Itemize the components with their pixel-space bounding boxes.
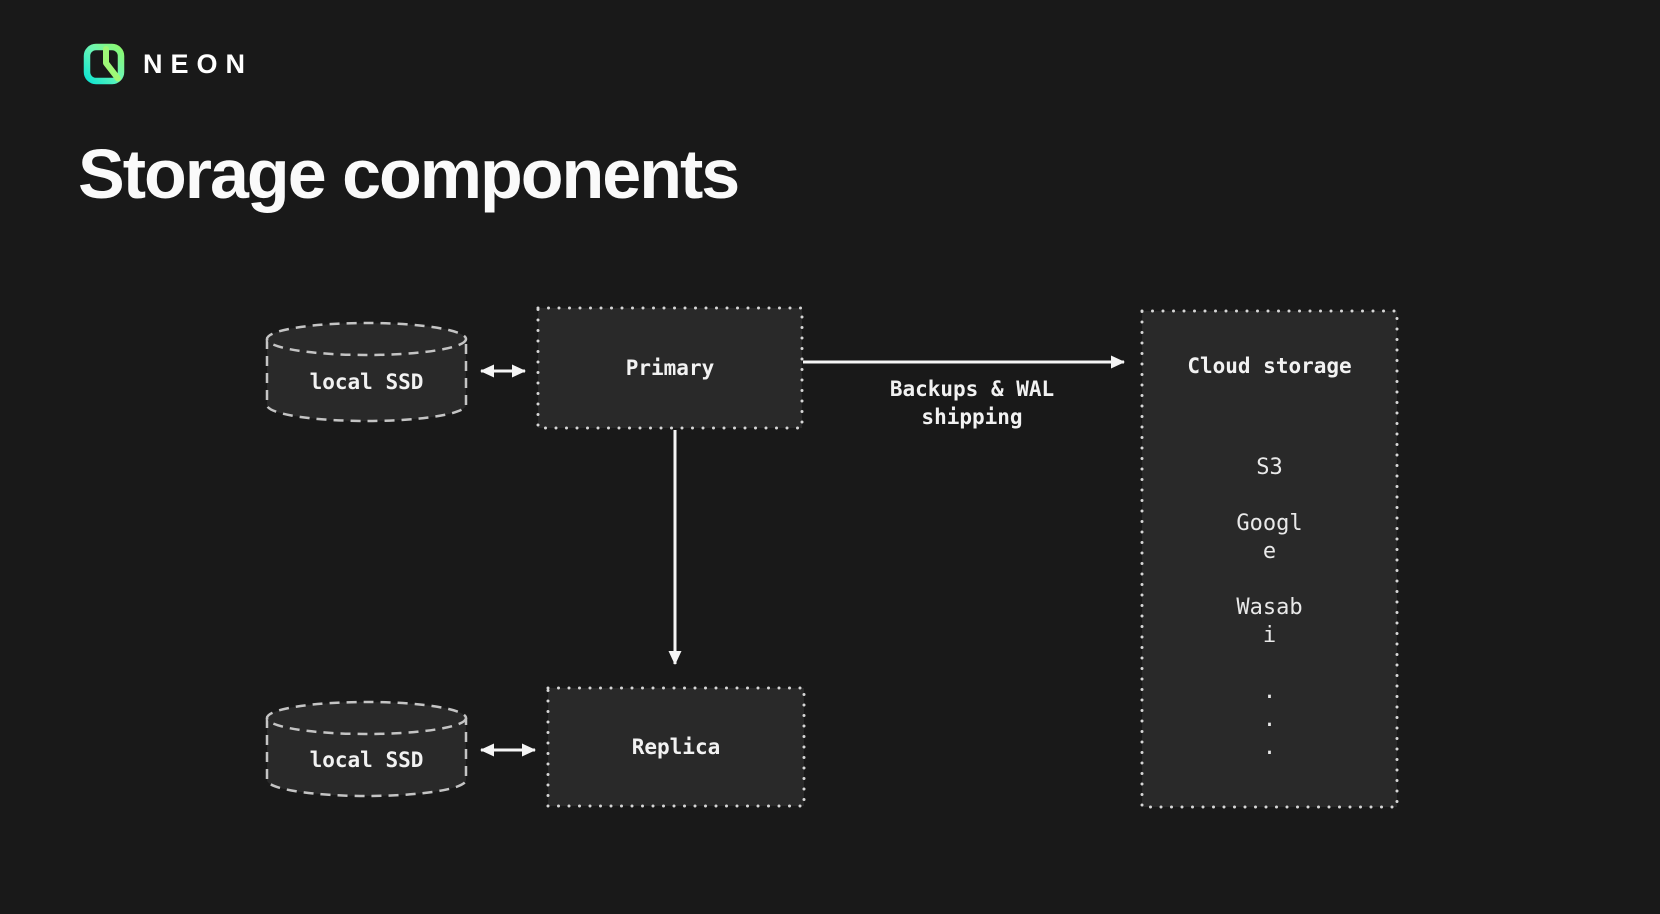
replica-box xyxy=(546,686,806,808)
logo-n-stroke xyxy=(103,46,121,82)
cloud-storage-panel: Cloud storage S3 Google Wasabi . . . xyxy=(1142,311,1397,807)
neon-wordmark: NEON xyxy=(143,49,254,79)
cloud-provider-wasabi: Wasabi xyxy=(1236,595,1303,648)
primary-label: Primary xyxy=(625,356,715,380)
local-ssd-bottom-label: local SSD xyxy=(309,748,424,772)
cloud-provider-list: S3 Google Wasabi . . . xyxy=(1235,454,1305,762)
ellipsis-dot: . xyxy=(1262,735,1277,760)
cloud-provider-s3: S3 xyxy=(1256,455,1283,480)
local-ssd-cylinder-bottom xyxy=(265,700,468,798)
local-ssd-top-label: local SSD xyxy=(309,370,424,394)
replica-label: Replica xyxy=(631,735,721,759)
ellipsis-dot: . xyxy=(1262,707,1277,732)
cloud-provider-google: Google xyxy=(1236,511,1303,564)
backups-wal-label: Backups & WAL shipping xyxy=(802,376,1142,431)
cloud-storage-box xyxy=(1140,309,1399,809)
backups-wal-label-line2: shipping xyxy=(921,404,1023,429)
cloud-storage-title: Cloud storage xyxy=(1187,354,1352,378)
page-title: Storage components xyxy=(78,135,740,213)
backups-wal-label-line1: Backups & WAL xyxy=(889,377,1055,401)
ellipsis-dot: . xyxy=(1262,679,1277,704)
neon-logo: NEON xyxy=(80,40,253,88)
primary-box xyxy=(536,306,804,430)
neon-logo-icon xyxy=(83,43,125,85)
local-ssd-cylinder-top xyxy=(265,321,468,423)
